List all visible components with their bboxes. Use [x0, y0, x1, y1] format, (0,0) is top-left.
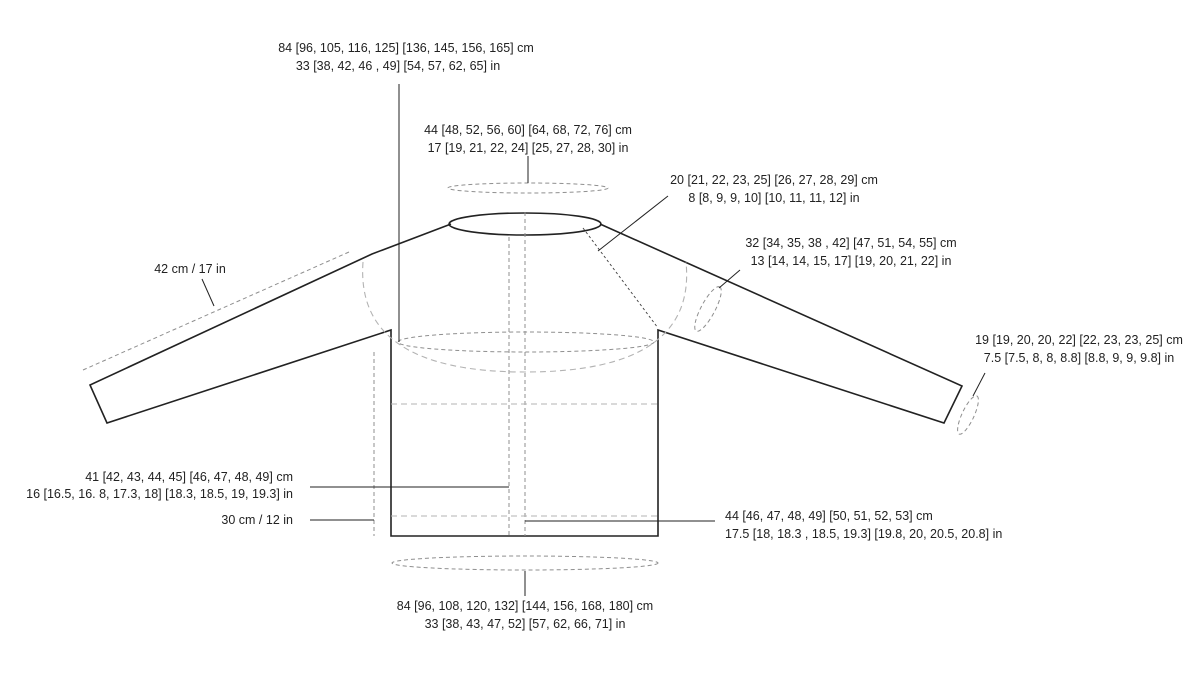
upper-arm-leader: [718, 269, 741, 289]
yoke-depth-in-label: 8 [8, 9, 9, 10] [10, 11, 11, 12] in: [688, 191, 859, 205]
chest-upper-cm-label: 84 [96, 105, 116, 125] [136, 145, 156, 1…: [278, 41, 534, 55]
body-length-cm-label: 41 [42, 43, 44, 45] [46, 47, 48, 49] cm: [85, 470, 293, 484]
neck-cm-label: 44 [48, 52, 56, 60] [64, 68, 72, 76] cm: [424, 123, 632, 137]
yoke-depth-cm-label: 20 [21, 22, 23, 25] [26, 27, 28, 29] cm: [670, 173, 878, 187]
upper-arm-ellipse: [694, 286, 722, 332]
sleeve-length-leader: [201, 278, 215, 307]
hem-measure-ellipse: [391, 555, 659, 571]
cuff-leader: [972, 372, 986, 397]
sleeve-length-label: 42 cm / 17 in: [154, 262, 226, 276]
cuff-cm-label: 19 [19, 20, 20, 22] [22, 23, 23, 25] cm: [975, 333, 1183, 347]
upper-arm-in-label: 13 [14, 14, 15, 17] [19, 20, 21, 22] in: [751, 254, 952, 268]
neckline-ellipse: [448, 212, 602, 236]
hem-in-label: 33 [38, 43, 47, 52] [57, 62, 66, 71] in: [425, 617, 626, 631]
half-hem-cm-label: 44 [46, 47, 48, 49] [50, 51, 52, 53] cm: [725, 509, 933, 523]
hem-cm-label: 84 [96, 108, 120, 132] [144, 156, 168, 1…: [397, 599, 653, 613]
chest-ellipse: [397, 331, 655, 353]
neck-measure-ellipse: [447, 182, 609, 194]
half-hem-in-label: 17.5 [18, 18.3 , 18.5, 19.3] [19.8, 20, …: [725, 527, 1002, 541]
yoke-depth-leader: [597, 195, 669, 252]
side-length-label: 30 cm / 12 in: [221, 513, 293, 527]
cuff-ellipse: [957, 395, 979, 435]
body-length-in-label: 16 [16.5, 16. 8, 17.3, 18] [18.3, 18.5, …: [26, 487, 293, 501]
upper-arm-cm-label: 32 [34, 35, 38 , 42] [47, 51, 54, 55] cm: [745, 236, 956, 250]
yoke-curve: [362, 261, 688, 373]
yoke-depth-guide: [582, 227, 659, 329]
chest-upper-in-label: 33 [38, 42, 46 , 49] [54, 57, 62, 65] in: [296, 59, 500, 73]
cuff-in-label: 7.5 [7.5, 8, 8, 8.8] [8.8, 9, 9, 9.8] in: [984, 351, 1174, 365]
neck-in-label: 17 [19, 21, 22, 24] [25, 27, 28, 30] in: [428, 141, 629, 155]
